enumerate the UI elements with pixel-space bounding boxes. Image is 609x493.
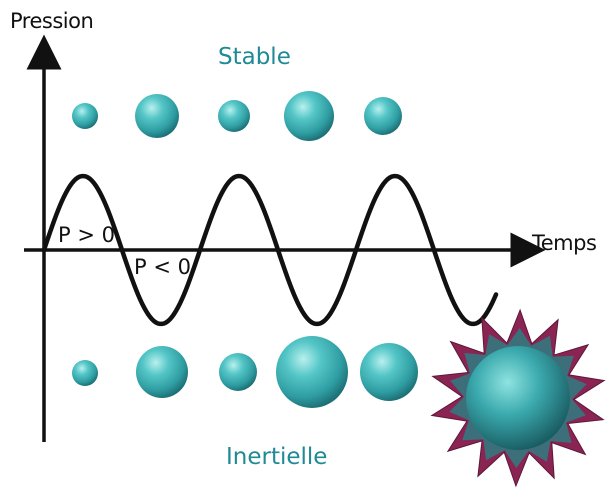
stable-bubble [135, 94, 179, 138]
y-axis-label: Pression [10, 9, 94, 33]
stable-bubble [72, 103, 98, 129]
negative-pressure-label: P < 0 [134, 255, 191, 279]
inertial-bubble [219, 353, 257, 391]
stable-bubble [218, 100, 250, 132]
pressure-wave [41, 173, 499, 327]
inertial-bubble [136, 346, 188, 398]
positive-pressure-label: P > 0 [58, 223, 115, 247]
burst-icon [430, 308, 606, 488]
inertial-bubble [360, 343, 418, 401]
stable-bubble [284, 91, 334, 141]
stable-bubble [364, 97, 402, 135]
collapsing-bubble [466, 346, 570, 450]
inertial-bubble-row [72, 336, 418, 408]
inertial-label: Inertielle [226, 444, 328, 470]
x-axis-label: Temps [532, 231, 597, 255]
inertial-bubble [276, 336, 348, 408]
stable-label: Stable [218, 44, 291, 70]
inertial-bubble [72, 360, 98, 386]
stable-bubble-row [72, 91, 402, 141]
